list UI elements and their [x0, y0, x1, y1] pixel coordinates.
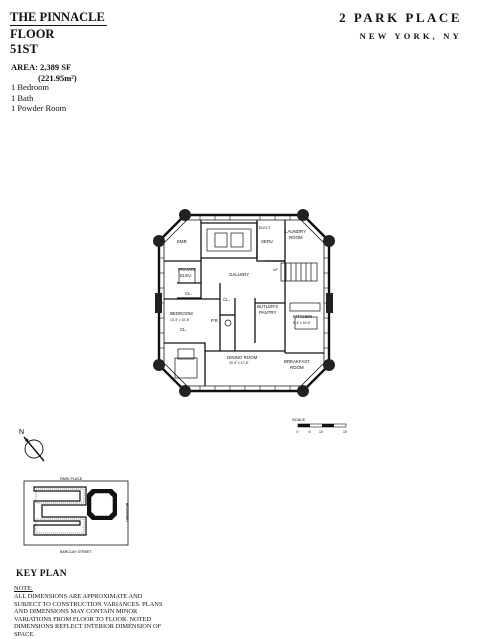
scale-tick-5: 5: [309, 430, 311, 434]
note-text: All dimensions are approximate and subje…: [14, 593, 163, 638]
laundry-room-label: ROOM: [289, 235, 303, 240]
bedroom-label: BEDROOM: [170, 311, 193, 316]
area-square-feet: AREA: 2,389 SF: [11, 62, 72, 72]
breakfast-room-label: ROOM: [290, 365, 304, 370]
floor-label: FLOOR: [10, 27, 55, 41]
scale-label: SCALE: [292, 417, 305, 422]
kitchen-dimensions: 9'-4" x 16'-6": [293, 321, 311, 325]
address: 2 PARK PLACE NEW YORK, NY: [339, 10, 462, 42]
site-boundary: [23, 480, 129, 546]
private-label: PRIVATE: [178, 267, 196, 272]
laundry-label: LAUNDRY: [285, 229, 306, 234]
scale-tick-0: 0: [297, 430, 299, 434]
street-right-label: BROADWAY: [125, 503, 129, 523]
street-top-label: PARK PLACE: [60, 477, 83, 481]
bath-count: 1 Bath: [11, 92, 34, 103]
street-address: 2 PARK PLACE: [339, 10, 462, 25]
corner-columns: [153, 209, 335, 397]
title-underline: [10, 25, 107, 26]
dining-room-label: DINING ROOM: [227, 355, 258, 360]
stair-up-label: UP: [273, 268, 278, 272]
north-arrow: N: [19, 429, 45, 462]
building-footprint: [33, 486, 87, 536]
emr-label: EMR: [177, 239, 187, 244]
floor-number: 51ST: [10, 42, 38, 56]
area-square-meters: (221.95m²): [38, 72, 77, 83]
gallery-label: GALLERY: [229, 272, 249, 277]
scale-tick-10: 10: [319, 430, 323, 434]
city-state: NEW YORK, NY: [359, 31, 462, 41]
key-plan-title: KEY PLAN: [16, 569, 67, 579]
bedroom-dimensions: 13'-3" x 15'-8": [170, 318, 190, 322]
elev-label: ELEV.: [180, 273, 192, 278]
breakfast-label: BREAKFAST: [284, 359, 310, 364]
key-plan-map: PARK PLACE BARCLAY STREET BROADWAY: [23, 477, 129, 554]
serv-label: SERV.: [261, 239, 274, 244]
stair-and-fixtures: [174, 228, 321, 379]
interior-partitions: [164, 220, 324, 386]
dining-room-dimensions: 23'-5" x 17'-8": [229, 361, 249, 365]
compass-icon: [24, 439, 44, 459]
window-mullions: [159, 215, 329, 391]
note-label: NOTE:: [14, 585, 33, 592]
scale-bar: SCALE 0 5 10 15: [292, 417, 347, 434]
closet-label-3: CL.: [180, 327, 187, 332]
elect-label: ELECT: [259, 226, 271, 230]
butlers-label: BUTLER'S: [257, 304, 278, 309]
building-name: THE PINNACLE: [10, 10, 105, 24]
closet-label-1: CL.: [185, 291, 192, 296]
bedroom-count: 1 Bedroom: [11, 82, 50, 92]
powder-room-count: 1 Powder Room: [11, 103, 67, 113]
powder-room-label: P.R.: [211, 318, 219, 323]
room-counts: 1 Bedroom 1 Bath 1 Powder Room: [11, 82, 66, 114]
pantry-label: PANTRY: [259, 310, 276, 315]
closet-label-2: CL.: [223, 297, 230, 302]
area-info: AREA: 2,389 SF (221.95m²): [11, 62, 77, 83]
room-labels: EMR ELECT SERV. LAUNDRY ROOM PRIVATE ELE…: [170, 226, 312, 370]
scale-tick-15: 15: [343, 430, 347, 434]
street-bottom-label: BARCLAY STREET: [60, 550, 92, 554]
north-label: N: [19, 429, 24, 436]
tower-highlight: [87, 489, 117, 520]
kitchen-label: KITCHEN: [293, 314, 312, 319]
floor-plan: EMR ELECT SERV. LAUNDRY ROOM PRIVATE ELE…: [153, 209, 335, 397]
